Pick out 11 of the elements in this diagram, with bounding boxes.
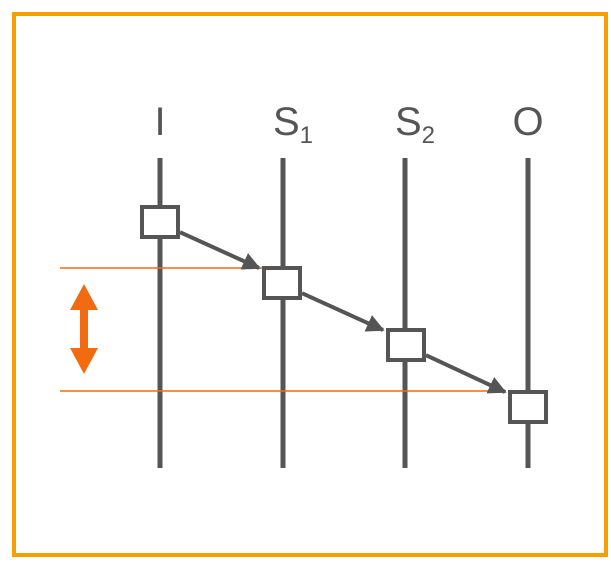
activation-box [140, 205, 180, 239]
arrow [179, 230, 261, 270]
lifeline-label: I [154, 102, 166, 142]
activation-box [386, 328, 426, 362]
activation-box [262, 266, 302, 300]
lifeline-label: O [512, 102, 544, 142]
arrow [425, 353, 507, 394]
lifeline-label: S$_{1}$ [272, 102, 314, 148]
arrow [301, 291, 385, 332]
lifeline-label: S$_{2}$ [394, 102, 436, 148]
activation-box [508, 390, 548, 424]
